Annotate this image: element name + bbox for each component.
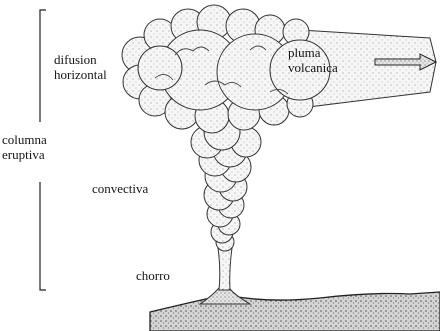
label-difusion-line2: horizontal — [54, 67, 107, 82]
label-volcanic-plume: pluma volcanica — [288, 45, 338, 75]
label-eruptive-column: columna eruptiva — [2, 132, 47, 162]
ground-surface — [150, 292, 440, 331]
label-jet: chorro — [136, 268, 170, 283]
label-columna-line2: eruptiva — [2, 147, 47, 162]
label-pluma-line1: pluma — [288, 45, 338, 60]
convective-column — [191, 114, 261, 251]
label-convective: convectiva — [92, 181, 148, 196]
label-difusion-line1: difusion — [54, 52, 107, 67]
label-horizontal-diffusion: difusion horizontal — [54, 52, 107, 82]
label-pluma-line2: volcanica — [288, 60, 338, 75]
label-columna-line1: columna — [2, 132, 47, 147]
eruption-jet — [218, 248, 232, 290]
umbrella-cloud — [122, 5, 436, 133]
